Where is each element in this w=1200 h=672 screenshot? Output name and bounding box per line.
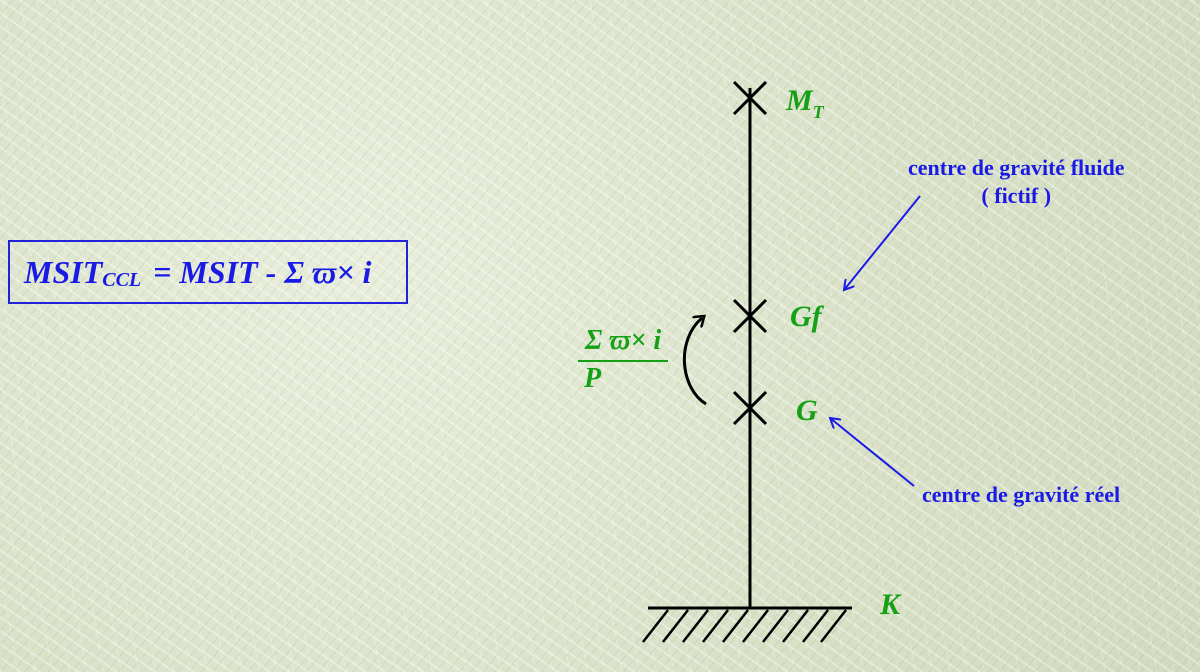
real-pointer-arrow	[830, 418, 915, 487]
formula-equals: =	[145, 253, 180, 290]
note-fluid-line2: ( fictif )	[981, 182, 1052, 208]
formula-rhs: MSIT - Σ ϖ× i	[179, 253, 372, 290]
formula-lhs-main: MSIT	[24, 253, 103, 290]
curved-shift-arrow	[682, 318, 707, 406]
ground-hatch	[642, 606, 852, 643]
label-k: K	[880, 588, 901, 621]
label-m-main: M	[786, 84, 813, 117]
marker-gf-cross	[732, 298, 768, 334]
fluid-pointer-arrow	[844, 195, 921, 290]
label-gf: Gf	[790, 300, 822, 333]
label-g: G	[796, 394, 818, 427]
note-fluid: centre de gravité fluide ( fictif )	[908, 154, 1124, 209]
marker-g-cross	[732, 390, 768, 426]
label-m-subscript: T	[812, 102, 824, 122]
shift-fraction: Σ ϖ× i P	[578, 325, 668, 395]
note-real: centre de gravité réel	[922, 482, 1121, 507]
note-fluid-line1: centre de gravité fluide	[908, 155, 1125, 180]
marker-m-cross	[732, 80, 768, 116]
label-m: MT	[786, 84, 824, 122]
fraction-bar	[578, 359, 668, 362]
fraction-denominator: P	[584, 362, 602, 394]
fraction-numerator: Σ ϖ× i	[584, 325, 662, 356]
formula-lhs-subscript: CCL	[102, 268, 142, 291]
